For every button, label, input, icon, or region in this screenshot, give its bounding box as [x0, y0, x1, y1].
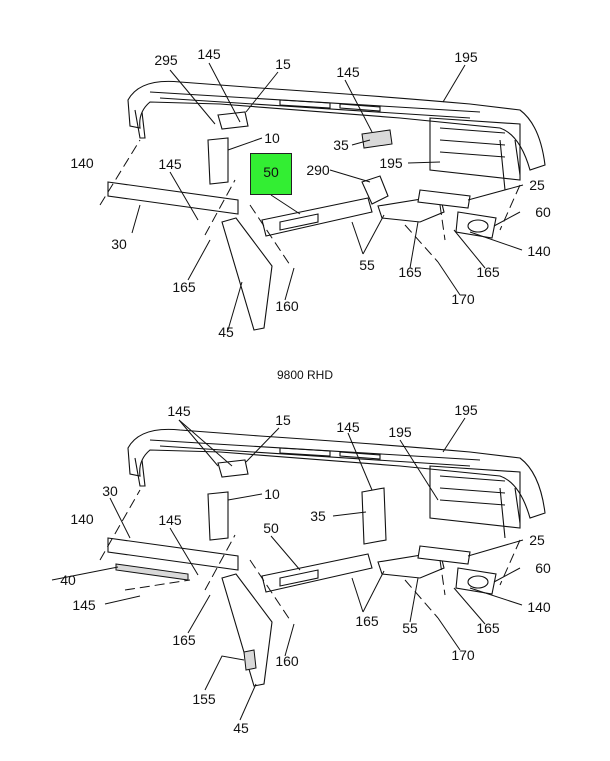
bottom-callout-40[interactable]: 40: [60, 572, 76, 588]
bottom-callout-140[interactable]: 140: [527, 599, 551, 615]
bottom-callout-170[interactable]: 170: [451, 647, 475, 663]
top-callout-145[interactable]: 145: [158, 156, 182, 172]
top-callout-25[interactable]: 25: [529, 177, 545, 193]
top-callout-145[interactable]: 145: [336, 64, 360, 80]
top-callout-165[interactable]: 165: [476, 264, 500, 280]
bottom-callout-60[interactable]: 60: [535, 560, 551, 576]
top-callout-140[interactable]: 140: [70, 155, 94, 171]
top-callout-55[interactable]: 55: [359, 257, 375, 273]
top-callout-290[interactable]: 290: [306, 162, 330, 178]
bottom-part-35: [361, 487, 387, 545]
bottom-callout-140[interactable]: 140: [70, 511, 94, 527]
bottom-callout-50[interactable]: 50: [263, 520, 279, 536]
top-callout-145[interactable]: 145: [197, 46, 221, 62]
top-part-60: [455, 211, 497, 239]
bottom-callout-145[interactable]: 145: [167, 403, 191, 419]
top-callout-140[interactable]: 140: [527, 243, 551, 259]
bottom-assembly: [51, 417, 546, 721]
top-callout-195[interactable]: 195: [379, 155, 403, 171]
bottom-callout-145[interactable]: 145: [336, 419, 360, 435]
bottom-callout-145[interactable]: 145: [158, 512, 182, 528]
top-assembly: [99, 62, 546, 331]
bottom-callout-155[interactable]: 155: [192, 691, 216, 707]
top-part-290: [361, 175, 389, 205]
bottom-callout-35[interactable]: 35: [310, 508, 326, 524]
bottom-callout-25[interactable]: 25: [529, 532, 545, 548]
bottom-callout-160[interactable]: 160: [275, 653, 299, 669]
top-part-30: [107, 181, 239, 215]
bottom-callout-195[interactable]: 195: [454, 402, 478, 418]
bottom-bracket-15: [217, 459, 249, 478]
top-callout-165[interactable]: 165: [172, 279, 196, 295]
bottom-callout-165[interactable]: 165: [355, 613, 379, 629]
top-callout-45[interactable]: 45: [218, 324, 234, 340]
top-part-35: [361, 129, 393, 149]
bottom-part-10: [207, 491, 229, 541]
bottom-part-60: [455, 567, 497, 595]
highlight-box-50[interactable]: [250, 153, 292, 195]
bottom-callout-10[interactable]: 10: [264, 486, 280, 502]
top-bracket-15: [217, 111, 249, 130]
bottom-callout-55[interactable]: 55: [402, 620, 418, 636]
bottom-dash-panel: [127, 428, 546, 539]
bottom-part-25: [417, 545, 471, 565]
top-callout-165[interactable]: 165: [398, 264, 422, 280]
top-callout-160[interactable]: 160: [275, 298, 299, 314]
bottom-callout-15[interactable]: 15: [275, 412, 291, 428]
top-part-25: [417, 189, 471, 209]
top-dash-panel: [127, 80, 546, 191]
top-callout-170[interactable]: 170: [451, 291, 475, 307]
top-part-10: [207, 137, 229, 185]
top-part-45: [221, 217, 273, 331]
top-callout-295[interactable]: 295: [154, 52, 178, 68]
bottom-part-30: [107, 537, 239, 571]
bottom-callout-145[interactable]: 145: [72, 597, 96, 613]
bottom-part-40: [115, 563, 189, 581]
top-callout-195[interactable]: 195: [454, 49, 478, 65]
bottom-part-155: [243, 649, 257, 671]
bottom-callout-165[interactable]: 165: [172, 632, 196, 648]
bottom-callout-165[interactable]: 165: [476, 620, 500, 636]
top-callout-10[interactable]: 10: [264, 130, 280, 146]
top-callout-30[interactable]: 30: [111, 236, 127, 252]
bottom-callout-45[interactable]: 45: [233, 720, 249, 736]
highlight-label-50[interactable]: 50: [263, 164, 279, 180]
top-callout-15[interactable]: 15: [275, 56, 291, 72]
top-callout-60[interactable]: 60: [535, 204, 551, 220]
diagram-caption: 9800 RHD: [276, 368, 334, 382]
top-callout-35[interactable]: 35: [333, 137, 349, 153]
bottom-callout-30[interactable]: 30: [102, 483, 118, 499]
bottom-part-50: [261, 553, 373, 593]
top-part-50: [261, 197, 373, 237]
bottom-callout-195[interactable]: 195: [388, 424, 412, 440]
